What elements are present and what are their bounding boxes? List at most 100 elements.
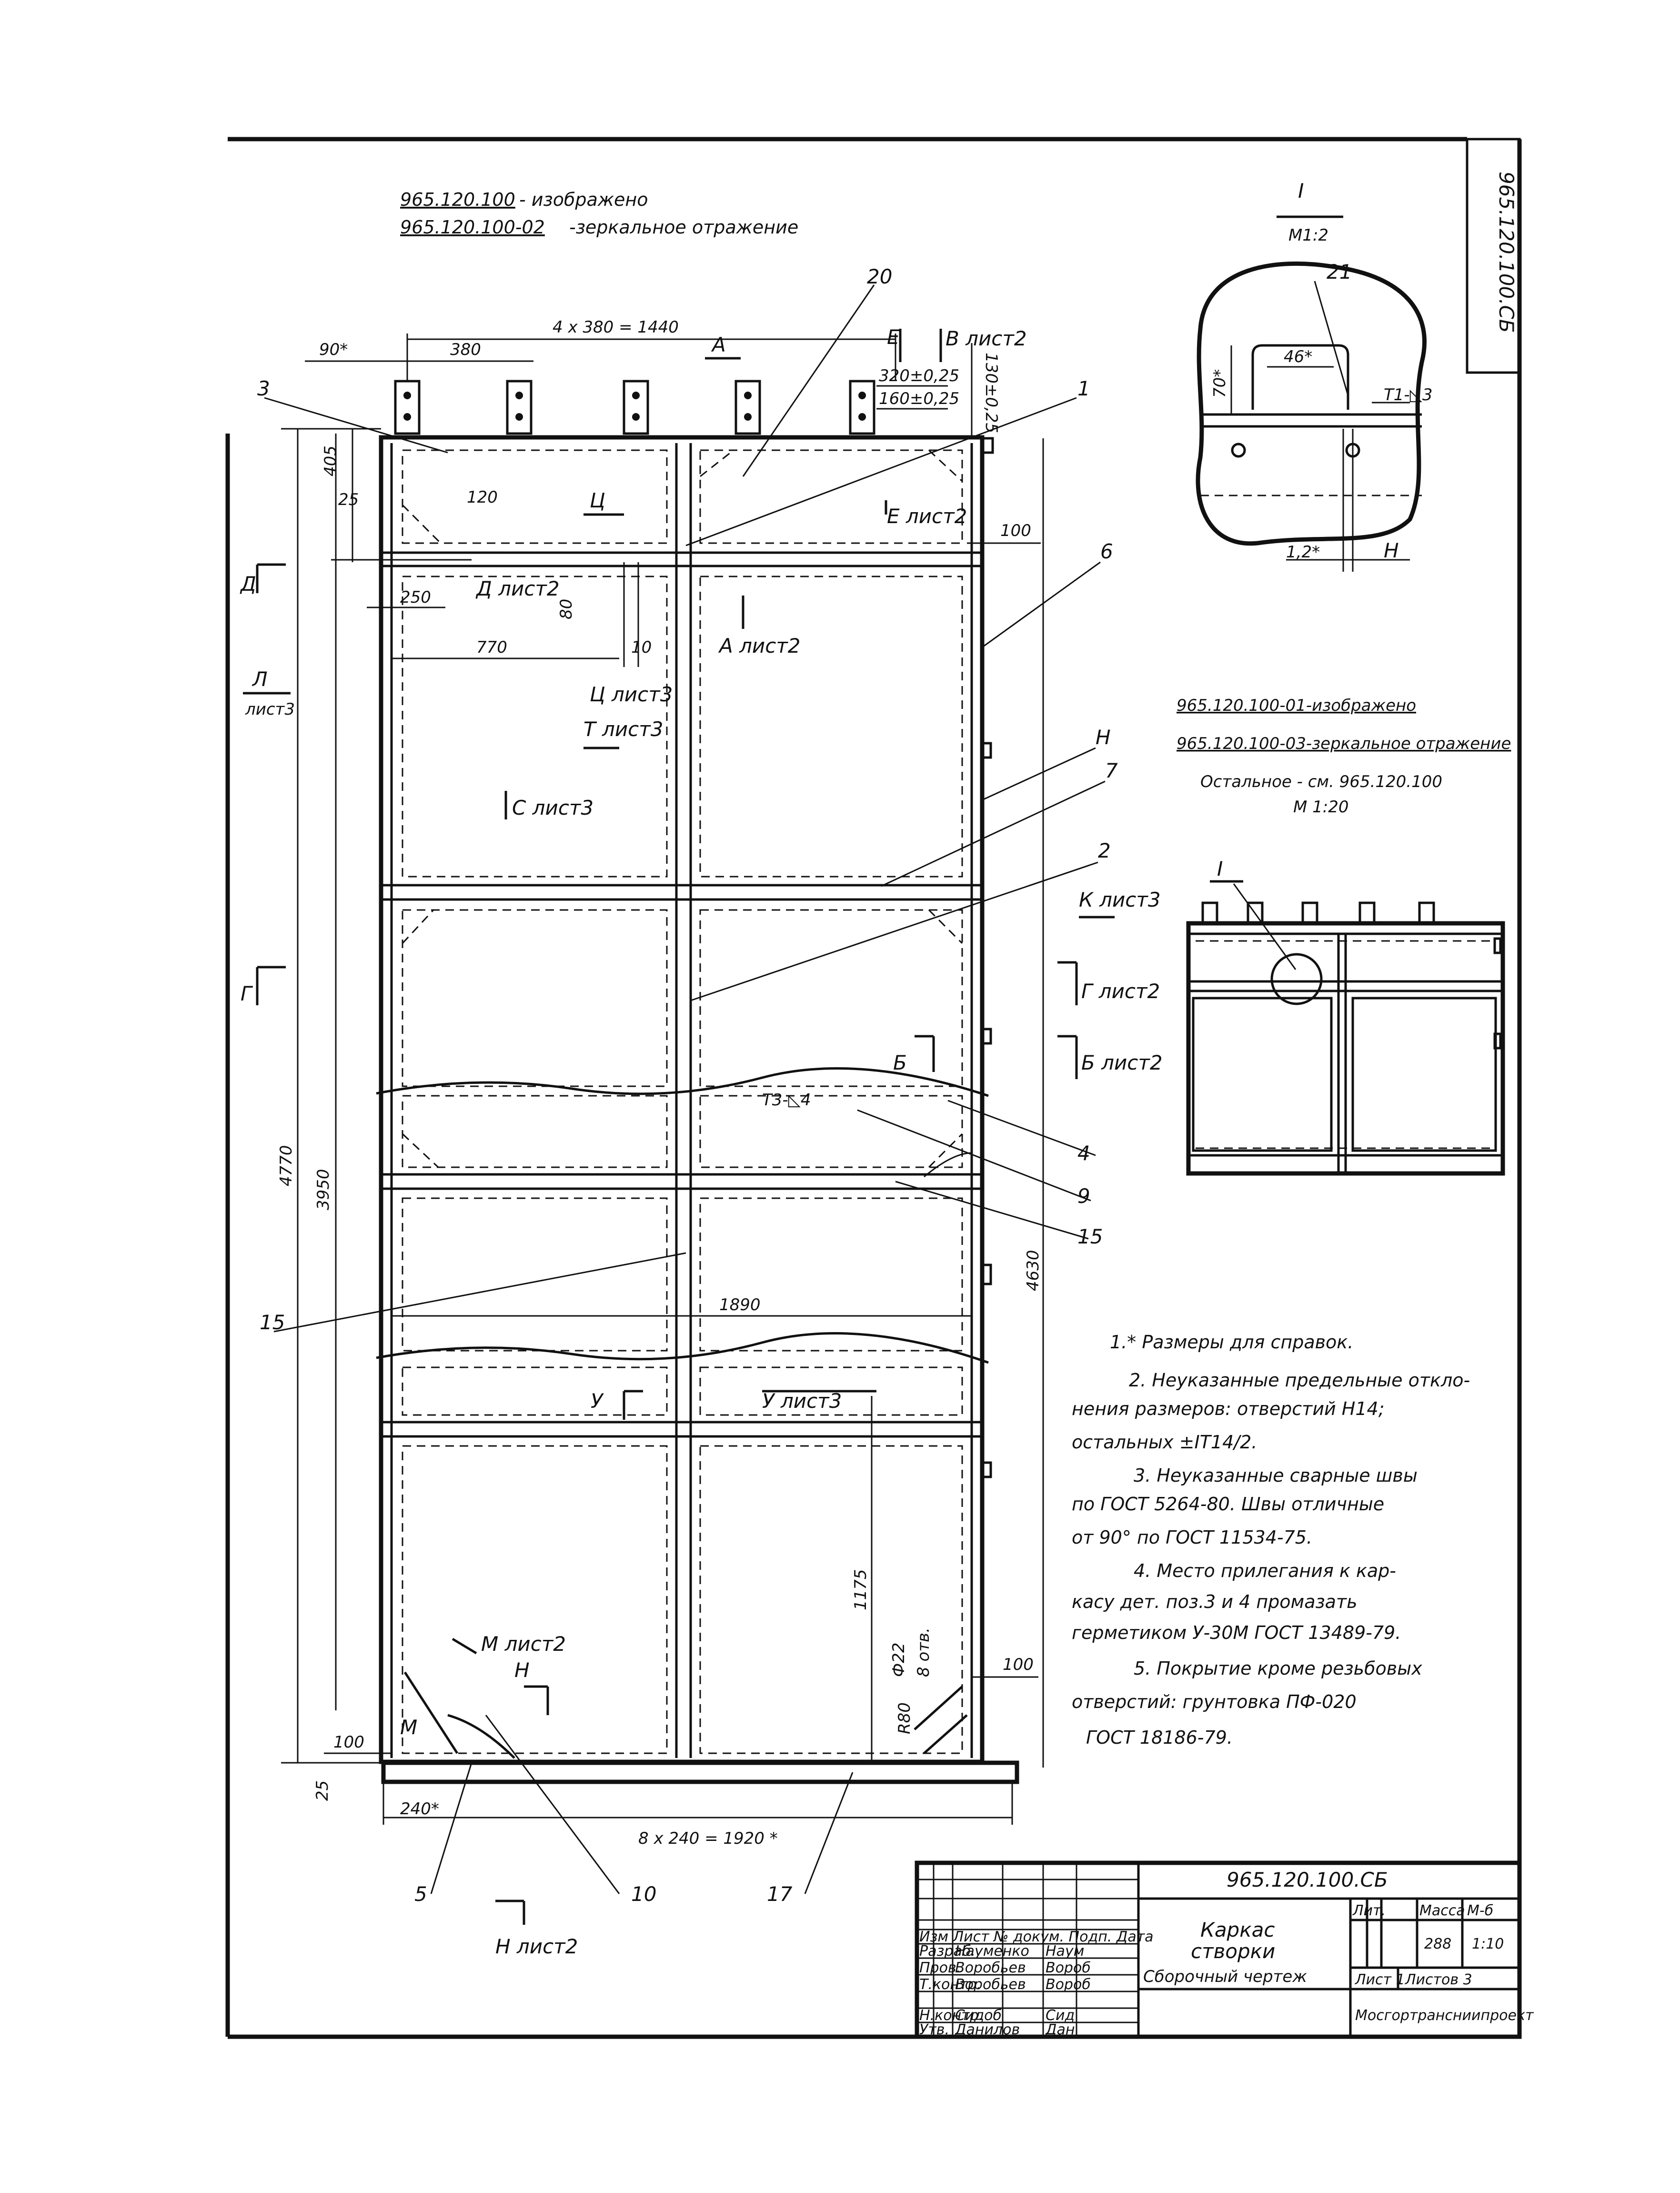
hinge	[981, 1461, 992, 1478]
title-block-grid: Изм Лист № докум. Подп. ДатаРазраб.Науме…	[917, 1862, 1154, 2038]
pos-15-right: 15	[1077, 1225, 1103, 1248]
lug-hole	[403, 392, 411, 399]
hinge	[981, 742, 992, 759]
dim-160: 160±0,25	[879, 389, 959, 408]
section-n-list2: Н лист2	[495, 1935, 578, 1958]
dim-1890: 1890	[719, 1295, 761, 1314]
pos-10: 10	[631, 1882, 656, 1906]
section-l-left: Л	[251, 667, 268, 691]
variant-detail-circle	[1270, 953, 1323, 1005]
tb-role: Пров.	[919, 1960, 961, 1976]
detail-I-hole	[1231, 443, 1246, 458]
variant-scale: М 1:20	[1293, 798, 1349, 817]
note-line: 4. Место прилегания к кар-	[1134, 1560, 1396, 1581]
title-block-frame	[915, 1860, 1522, 2039]
dim-4770: 4770	[277, 1145, 296, 1186]
glazing-panel	[402, 449, 668, 544]
detail-I-dim-46: 46*	[1284, 347, 1312, 366]
tb-name: Воробьев	[955, 1976, 1026, 1993]
glazing-panel	[699, 1366, 963, 1416]
dim-80: 80	[557, 599, 576, 619]
tb-lit-label: Лит.	[1352, 1902, 1386, 1919]
detail-I-weld: Т1-◺3	[1384, 385, 1432, 404]
dim-405: 405	[321, 445, 340, 476]
tb-mass-value: 288	[1424, 1936, 1451, 1952]
pos-17: 17	[767, 1882, 793, 1906]
tb-role: Утв.	[919, 2021, 949, 2038]
section-a-top: А	[711, 333, 726, 356]
tb-signature: Дан	[1045, 2021, 1075, 2038]
variant-panel	[1351, 997, 1497, 1152]
dim-100-top: 100	[1000, 521, 1031, 540]
mounting-lug	[623, 380, 649, 435]
tb-signature: Вороб	[1046, 1976, 1091, 1993]
tb-signature: Наум	[1046, 1943, 1084, 1960]
leader-line	[685, 397, 1077, 546]
tb-name: Воробьев	[955, 1960, 1026, 1976]
detail-I-lug	[1251, 344, 1349, 410]
tb-col-headers: Изм Лист № докум. Подп. Дата	[919, 1929, 1154, 1945]
dim-25: 25	[338, 490, 359, 509]
mounting-lug	[1418, 901, 1435, 925]
tb-title-line1: Каркас	[1200, 1918, 1275, 1941]
dim-100-bottom-left: 100	[333, 1733, 364, 1752]
note-line: ГОСТ 18186-79.	[1086, 1727, 1233, 1748]
tb-name: Данилов	[954, 2021, 1020, 2038]
corner-stamp-box	[1466, 138, 1521, 374]
variant-line3: Остальное - см. 965.120.100	[1200, 772, 1442, 791]
break-line-1	[376, 1067, 989, 1097]
dim-1175: 1175	[851, 1569, 870, 1610]
dim-90: 90*	[319, 340, 348, 359]
section-b-mark: Б	[893, 1051, 907, 1074]
leader-line	[742, 284, 875, 477]
header-line2-code: 965.120.100-02	[400, 217, 545, 238]
dim-130: 130±0,25	[982, 353, 1001, 433]
hinge	[981, 437, 994, 454]
dim-radius: R80	[895, 1702, 914, 1734]
dim-hole-dia: Ф22	[889, 1642, 908, 1677]
leader-line	[690, 861, 1098, 1001]
section-g-list2: Г лист2	[1081, 980, 1160, 1003]
pos-H: Н	[1096, 726, 1111, 749]
section-t-list3: Т лист3	[583, 718, 663, 741]
note-line: касу дет. поз.3 и 4 промазать	[1072, 1591, 1358, 1612]
tb-mass-label: Масса	[1419, 1902, 1465, 1919]
detail-I: I М1:2 46* 70* 21 Т1-◺3 1,2* Н	[1196, 179, 1432, 572]
lug-hole	[515, 413, 523, 421]
section-n-mark: Н	[514, 1658, 530, 1682]
hinge	[981, 1028, 992, 1045]
section-e: Е	[887, 325, 900, 349]
variant-view: 965.120.100-01-изображено 965.120.100-03…	[1177, 696, 1511, 1176]
section-d-left: Д	[240, 572, 256, 596]
detail-I-mark-h: Н	[1384, 539, 1399, 562]
note-line: остальных ±IT14/2.	[1072, 1432, 1257, 1453]
section-v-list2: В лист2	[946, 327, 1027, 350]
glazing-panel	[402, 1366, 668, 1416]
glazing-panel	[699, 449, 963, 544]
leader-line	[430, 1762, 473, 1894]
dim-hole-count: 8 отв.	[914, 1627, 933, 1677]
note-line: 2. Неуказанные предельные откло-	[1129, 1370, 1470, 1391]
mounting-lug	[1301, 901, 1318, 925]
section-d-list2: Д лист2	[475, 577, 560, 600]
tb-organization: Мосгортрансниипроект	[1355, 2007, 1534, 2024]
technical-notes: 1.* Размеры для справок.2. Неуказанные п…	[1072, 1332, 1470, 1748]
variant-callout-I: I	[1217, 857, 1223, 880]
bottom-sill	[381, 1760, 1019, 1784]
lug-hole	[858, 392, 866, 399]
dim-100-bottom-right: 100	[1003, 1655, 1034, 1674]
pos-4: 4	[1077, 1142, 1090, 1165]
tb-doc-type: Сборочный чертеж	[1143, 1967, 1307, 1986]
header-line1-code: 965.120.100	[400, 189, 515, 210]
dim-250: 250	[400, 588, 431, 607]
mounting-lug	[1358, 901, 1376, 925]
glazing-panel	[402, 1445, 668, 1754]
tb-role: Н.контр.	[919, 2007, 983, 2024]
leader-line	[895, 1181, 1089, 1240]
section-u-list3: У лист3	[762, 1389, 842, 1413]
hinge	[1493, 1032, 1502, 1050]
note-line: от 90° по ГОСТ 11534-75.	[1072, 1527, 1312, 1548]
section-c-top: Ц	[590, 489, 605, 512]
dim-1920: 8 x 240 = 1920 *	[638, 1829, 778, 1848]
detail-I-label: I	[1298, 179, 1304, 202]
